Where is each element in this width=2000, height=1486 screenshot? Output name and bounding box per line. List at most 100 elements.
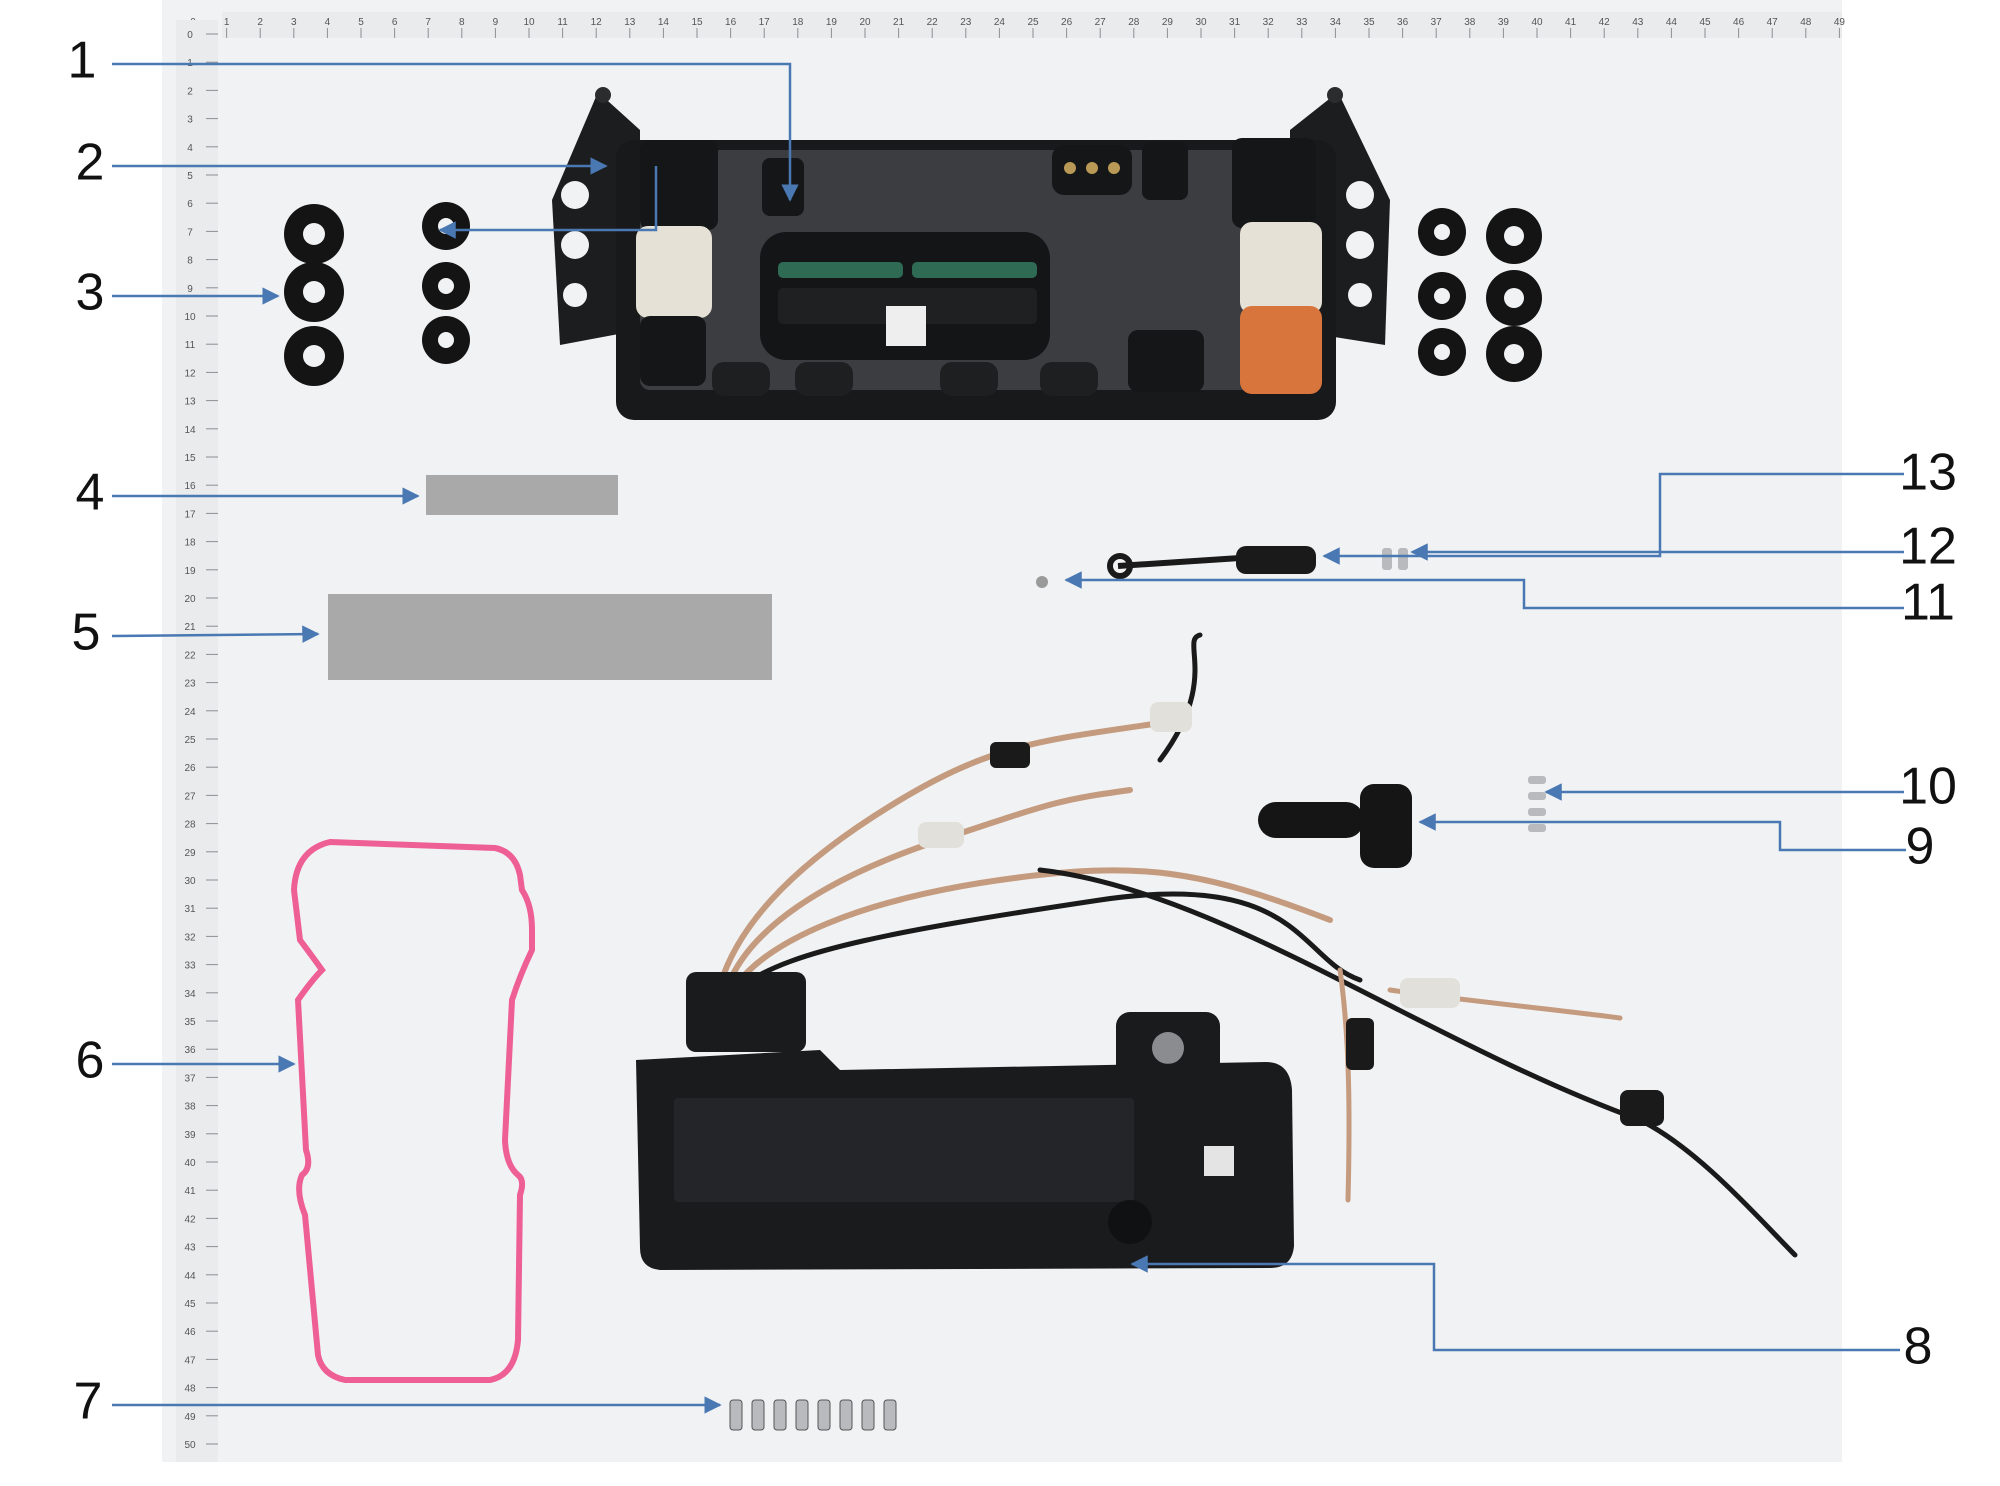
- ruler-tick-label: 12: [591, 17, 603, 28]
- single-screw-part: [1036, 576, 1048, 588]
- ruler-tick-label: 2: [187, 86, 193, 97]
- ruler-tick-label: 0: [187, 30, 193, 41]
- ruler-tick-label: 14: [658, 17, 670, 28]
- ruler-tick-label: 20: [184, 594, 196, 605]
- ruler-tick-label: 10: [184, 312, 196, 323]
- ruler-tick-label: 26: [184, 763, 196, 774]
- ruler-tick-label: 41: [184, 1186, 196, 1197]
- ruler-tick-label: 26: [1061, 17, 1073, 28]
- ruler-tick-label: 9: [187, 284, 193, 295]
- ruler-tick-label: 5: [187, 171, 193, 182]
- ruler-tick-label: 21: [184, 622, 196, 633]
- ruler-tick-label: 18: [792, 17, 804, 28]
- leader-line-1: [112, 62, 799, 202]
- ruler-tick-label: 13: [184, 397, 196, 408]
- leader-line-13: [1322, 472, 1904, 565]
- ruler-tick-label: 29: [184, 848, 196, 859]
- callout-number-1: 1: [68, 32, 97, 90]
- ruler-tick-label: 17: [184, 509, 196, 520]
- ruler-tick-label: 31: [184, 904, 196, 915]
- ruler-tick-label: 36: [184, 1045, 196, 1056]
- top-ruler: 0123456789101112131415161718192021222324…: [190, 12, 1845, 38]
- callout-number-2: 2: [76, 134, 105, 192]
- ruler-tick-label: 40: [184, 1158, 196, 1169]
- ruler-tick-label: 8: [187, 256, 193, 267]
- leader-line-5: [111, 625, 320, 643]
- ruler-tick-label: 34: [1330, 17, 1342, 28]
- ruler-tick-label: 16: [184, 481, 196, 492]
- ruler-tick-label: 40: [1531, 17, 1543, 28]
- ruler-tick-label: 5: [358, 17, 364, 28]
- ruler-tick-label: 22: [184, 650, 196, 661]
- strap-screws-part: [1382, 548, 1408, 570]
- ruler-tick-label: 37: [184, 1073, 196, 1084]
- ruler-tick-label: 4: [325, 17, 331, 28]
- main-controller-board: [552, 87, 1390, 420]
- ruler-tick-label: 37: [1431, 17, 1443, 28]
- ruler-tick-label: 47: [184, 1355, 196, 1366]
- large-tape-strip: [328, 594, 772, 680]
- ruler-tick-label: 46: [1733, 17, 1745, 28]
- ruler-tick-label: 42: [184, 1214, 196, 1225]
- ruler-tick-label: 35: [1363, 17, 1375, 28]
- ruler-tick-label: 32: [1263, 17, 1275, 28]
- callout-number-13: 13: [1899, 444, 1957, 502]
- ruler-tick-label: 34: [184, 989, 196, 1000]
- small-tape-strip: [426, 475, 618, 515]
- ruler-tick-label: 49: [1834, 17, 1846, 28]
- ruler-tick-label: 11: [185, 340, 196, 351]
- ruler-tick-label: 47: [1767, 17, 1779, 28]
- ruler-tick-label: 45: [184, 1299, 196, 1310]
- ruler-tick-label: 30: [1195, 17, 1207, 28]
- ruler-tick-label: 3: [291, 17, 297, 28]
- ruler-tick-label: 45: [1699, 17, 1711, 28]
- callout-number-5: 5: [72, 604, 101, 662]
- ruler-tick-label: 25: [184, 735, 196, 746]
- strap: [1107, 546, 1316, 579]
- callout-number-12: 12: [1899, 518, 1957, 576]
- ruler-tick-label: 16: [725, 17, 737, 28]
- ruler-tick-label: 25: [1027, 17, 1039, 28]
- ruler-tick-label: 7: [187, 227, 193, 238]
- ruler-tick-label: 21: [893, 17, 905, 28]
- ruler-tick-label: 39: [184, 1130, 196, 1141]
- ruler-tick-label: 7: [425, 17, 431, 28]
- ruler-tick-label: 44: [1666, 17, 1678, 28]
- small-screws-part: [1528, 776, 1546, 832]
- ruler-tick-label: 27: [184, 791, 196, 802]
- ruler-tick-label: 15: [691, 17, 703, 28]
- ruler-tick-label: 20: [859, 17, 871, 28]
- ruler-tick-label: 23: [960, 17, 972, 28]
- seal-gasket: [290, 838, 535, 1383]
- ruler-tick-label: 23: [184, 679, 196, 690]
- ruler-tick-label: 24: [184, 707, 196, 718]
- cable-boot: [1258, 784, 1412, 868]
- callout-number-9: 9: [1906, 818, 1935, 876]
- ruler-tick-label: 10: [523, 17, 535, 28]
- ruler-tick-label: 39: [1498, 17, 1510, 28]
- ruler-tick-label: 3: [187, 115, 193, 126]
- leader-line-9: [1418, 813, 1906, 852]
- ruler-tick-label: 38: [1464, 17, 1476, 28]
- callout-number-4: 4: [76, 464, 105, 522]
- ruler-tick-label: 35: [184, 1017, 196, 1028]
- callout-number-11: 11: [1901, 574, 1955, 632]
- leader-line-11: [1064, 571, 1904, 610]
- ruler-tick-label: 43: [184, 1243, 196, 1254]
- cover-screws-row: [729, 1399, 897, 1431]
- ruler-tick-label: 27: [1095, 17, 1107, 28]
- ruler-tick-label: 1: [224, 17, 230, 28]
- ruler-tick-label: 18: [184, 538, 196, 549]
- ruler-tick-label: 22: [927, 17, 939, 28]
- ruler-tick-label: 4: [187, 143, 193, 154]
- ruler-tick-label: 11: [557, 17, 568, 28]
- ruler-tick-label: 6: [187, 199, 193, 210]
- ruler-tick-label: 28: [184, 820, 196, 831]
- ruler-tick-label: 24: [994, 17, 1006, 28]
- ruler-tick-label: 8: [459, 17, 465, 28]
- ruler-tick-label: 48: [184, 1384, 196, 1395]
- ruler-tick-label: 30: [184, 876, 196, 887]
- ruler-tick-label: 6: [392, 17, 398, 28]
- ruler-tick-label: 28: [1128, 17, 1140, 28]
- callout-number-8: 8: [1904, 1318, 1933, 1376]
